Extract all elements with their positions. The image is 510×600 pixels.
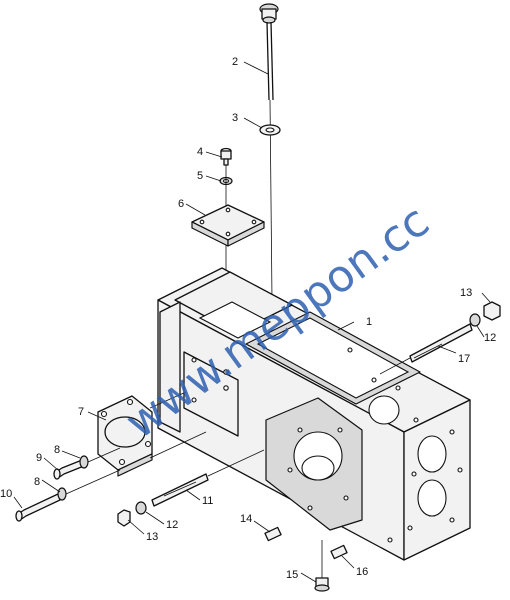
- callout-6: 6: [178, 198, 184, 210]
- dipstick-part: [259, 3, 279, 101]
- stud-upper-nut-part: [483, 301, 501, 321]
- stud-lower-part: [151, 473, 209, 507]
- dowel-pin-part: [264, 526, 282, 542]
- callout-8-upper: 8: [54, 444, 60, 456]
- callout-3: 3: [232, 112, 238, 124]
- callout-4: 4: [197, 146, 203, 158]
- callout-9: 9: [36, 452, 42, 464]
- cover-plate-part: [191, 204, 265, 247]
- lower-side-bolt-axis: [65, 469, 121, 495]
- callout-14: 14: [240, 513, 252, 525]
- side-cover-axis-upper: [149, 391, 187, 409]
- drain-plug-part: [314, 540, 330, 592]
- stud-lower-nut-part: [117, 509, 131, 527]
- upper-side-washer-part: [79, 455, 89, 469]
- stud-upper-axis: [379, 357, 411, 375]
- callout-5: 5: [197, 170, 203, 182]
- callout-12-upper: 12: [484, 332, 496, 344]
- callout-12-lower: 12: [166, 519, 178, 531]
- dowel-pin-right-part: [330, 544, 348, 560]
- callout-13-upper: 13: [460, 287, 472, 299]
- washer-part: [259, 124, 281, 136]
- callout-10: 10: [0, 488, 12, 500]
- lower-side-washer-part: [57, 487, 67, 501]
- callout-16: 16: [356, 566, 368, 578]
- cover-bolt-part: [220, 147, 232, 166]
- callout-1: 1: [366, 316, 372, 328]
- leader-lines: [13, 61, 491, 583]
- stud-upper-washer-part: [469, 313, 481, 327]
- stud-lower-washer-part: [135, 501, 147, 515]
- callout-8-lower: 8: [34, 476, 40, 488]
- lower-side-bolt-part: [15, 493, 61, 522]
- callout-2: 2: [232, 56, 238, 68]
- callout-13-lower: 13: [146, 531, 158, 543]
- side-cover-axis-lower: [149, 431, 207, 459]
- upper-side-bolt-axis: [87, 447, 121, 463]
- callout-15: 15: [286, 569, 298, 581]
- callout-11: 11: [202, 495, 213, 507]
- main-housing-part: [157, 267, 471, 561]
- callout-17: 17: [458, 353, 470, 365]
- callout-7: 7: [78, 406, 84, 418]
- stud-upper-part: [409, 323, 473, 363]
- stud-lower-axis: [207, 449, 265, 477]
